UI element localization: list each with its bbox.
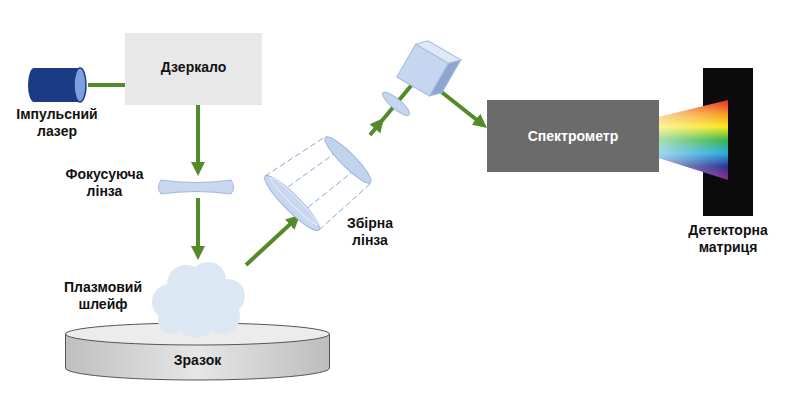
sample-top xyxy=(66,323,330,345)
lens-guide xyxy=(265,137,325,176)
lens-guide xyxy=(281,151,338,192)
beam-arrow xyxy=(196,198,200,252)
part-label: Фокусуюча лінза xyxy=(57,166,152,200)
lens-back-face xyxy=(320,132,375,187)
text-holder: Імпульсний лазер xyxy=(12,106,102,140)
small-lens xyxy=(380,89,412,119)
small-lens-face xyxy=(380,89,412,119)
laser-back xyxy=(28,68,40,102)
beam-arrow-head xyxy=(370,113,390,133)
beam-arrow xyxy=(246,220,294,265)
part-label: Плазмовий шлейф xyxy=(58,279,148,313)
plasma-puff xyxy=(176,278,220,322)
text-holder: Збірна лінза xyxy=(340,215,400,249)
spectrometer-box: Спектрометр xyxy=(487,100,659,172)
lens-front-face xyxy=(259,170,324,235)
box-label: Зразок xyxy=(174,352,221,369)
text-holder: Фокусуюча лінза xyxy=(57,166,152,200)
laser-body xyxy=(34,68,80,102)
lens-shape xyxy=(159,180,234,194)
lens-guide xyxy=(301,169,356,213)
mirror-box: Дзеркало xyxy=(125,33,262,105)
laser-aperture xyxy=(74,68,86,102)
spectrum-fan xyxy=(659,100,728,180)
prism-top xyxy=(416,36,461,67)
laser-source: Імпульсний лазер xyxy=(28,68,88,102)
prism xyxy=(397,36,461,100)
plasma-plume-outline xyxy=(150,260,246,336)
detector-array: Детекторна матриця xyxy=(703,68,753,216)
text-holder: Спектрометр xyxy=(487,100,659,172)
collecting-lens-outline xyxy=(285,130,370,215)
prism-side xyxy=(430,55,461,100)
text-holder: Дзеркало xyxy=(125,33,262,105)
part-label: Імпульсний лазер xyxy=(12,106,102,140)
collecting-lens: Збірна лінза xyxy=(285,130,370,215)
lens-rim xyxy=(268,175,320,227)
focusing-lens: Фокусуюча лінза xyxy=(158,176,234,198)
beam-arrow xyxy=(196,105,200,168)
box-label: Спектрометр xyxy=(528,128,619,145)
spectrum-fade xyxy=(659,100,728,180)
laser-source-outline xyxy=(28,68,88,102)
focusing-lens-outline xyxy=(158,176,234,198)
detector-array-outline xyxy=(703,68,753,216)
text-holder: Плазмовий шлейф xyxy=(58,279,148,313)
box-label: Дзеркало xyxy=(161,59,227,76)
part-label: Детекторна матриця xyxy=(673,222,783,256)
text-holder: Детекторна матриця xyxy=(673,222,783,256)
plasma-plume: Плазмовий шлейф xyxy=(150,260,246,336)
part-label: Збірна лінза xyxy=(340,215,400,249)
